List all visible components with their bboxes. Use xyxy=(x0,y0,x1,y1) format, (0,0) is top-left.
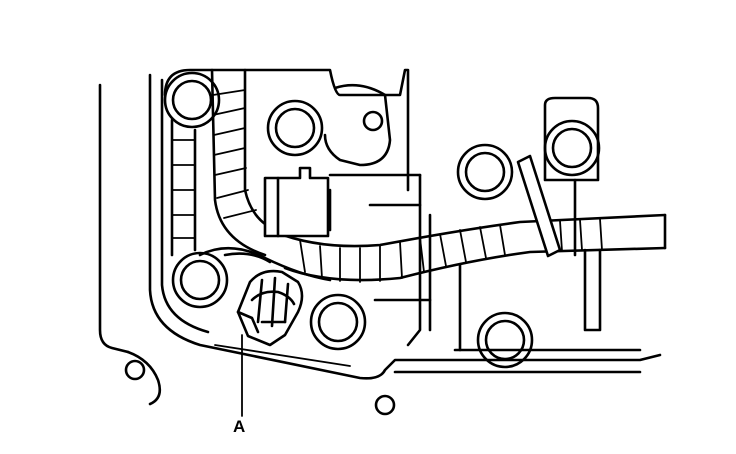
mounting-hole xyxy=(124,359,146,381)
center-connector xyxy=(263,166,330,238)
bolt-center-right xyxy=(456,143,514,201)
bolt-right xyxy=(543,119,601,177)
harness-clamp xyxy=(516,96,602,332)
housing-holes xyxy=(124,110,396,416)
mounting-hole xyxy=(362,110,384,132)
connector-a xyxy=(236,269,304,347)
bolt-upper-left xyxy=(163,71,221,129)
callout-label-a: A xyxy=(233,417,245,436)
wiring-harness-main xyxy=(273,213,667,283)
valve-body-plate xyxy=(163,68,642,352)
bolt-upper-center xyxy=(266,99,324,157)
bolt-lower-right xyxy=(476,311,534,369)
housing-outline xyxy=(98,73,662,406)
bolt-lower-left xyxy=(171,251,229,309)
bolts xyxy=(163,71,601,369)
mounting-hole xyxy=(374,394,396,416)
callout-a: A xyxy=(233,334,245,436)
bolt-lower-center xyxy=(309,293,367,351)
